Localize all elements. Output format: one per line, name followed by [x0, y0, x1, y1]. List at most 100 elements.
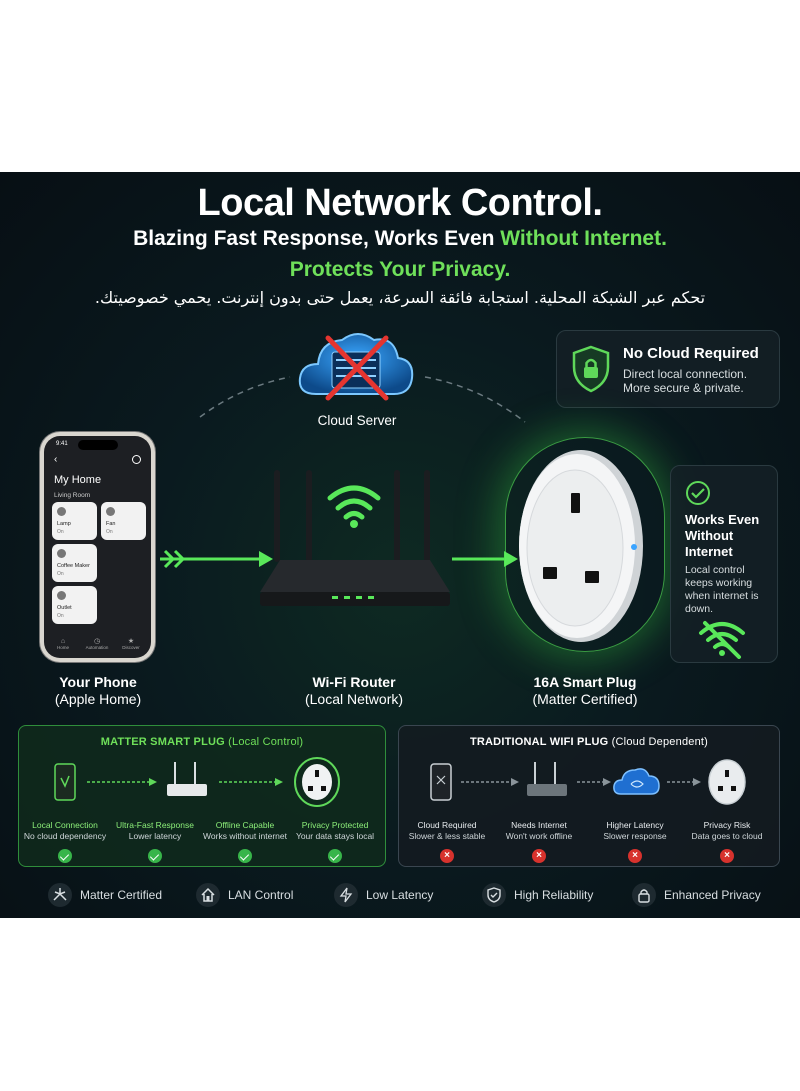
feature-label: Matter Certified [80, 888, 163, 902]
wifi-off-icon [699, 621, 745, 659]
feature-desc: Works without internet [203, 831, 287, 841]
feature-desc: Won't work offline [505, 831, 573, 841]
feature-matter-certified: Matter Certified [48, 880, 162, 910]
cross-icon: × [440, 849, 454, 863]
tile-state: On [57, 571, 64, 577]
matter-plug-panel: MATTER SMART PLUG (Local Control) [18, 725, 386, 867]
no-cloud-description: Direct local connection. More secure & p… [623, 367, 773, 395]
feature-title: Cloud Required [417, 820, 477, 830]
traditional-panel-title: TRADITIONAL WIFI PLUG (Cloud Dependent) [399, 736, 779, 748]
phone-room-label: Living Room [54, 492, 91, 499]
tab-label: Discover [122, 645, 140, 650]
phone-home-title[interactable]: My Home [54, 474, 102, 486]
router-label-sub: (Local Network) [304, 691, 404, 707]
tab-home[interactable]: ⌂Home [48, 638, 78, 650]
feature-enhanced-privacy: Enhanced Privacy [632, 880, 761, 910]
phone-label-name: Your Phone [59, 674, 137, 690]
offline-title: Works Even Without Internet [685, 512, 760, 559]
router-icon [527, 762, 567, 796]
cross-icon: × [628, 849, 642, 863]
subtitle: Blazing Fast Response, Works Even Withou… [0, 227, 800, 251]
feature-title: Offline Capable [215, 820, 275, 830]
outlet-icon [57, 591, 66, 600]
feature-title: Ultra-Fast Response [116, 820, 194, 830]
traditional-plug-panel: TRADITIONAL WIFI PLUG (Cloud Dependent) [398, 725, 780, 867]
phone-label: Your Phone (Apple Home) [28, 674, 168, 708]
infographic-banner: Local Network Control. Blazing Fast Resp… [0, 172, 800, 918]
tile-coffee-maker[interactable]: Coffee Maker On [52, 544, 97, 582]
cross-icon: × [532, 849, 546, 863]
phone-device: 9:41 ‹ My Home Living Room Lamp On Fan O… [40, 432, 155, 662]
clock-icon: ◷ [93, 638, 101, 645]
star-icon: ★ [127, 638, 135, 645]
check-circle-icon [686, 481, 710, 505]
lock-icon [632, 883, 656, 907]
traditional-panel-title-text: TRADITIONAL WIFI PLUG [469, 736, 609, 748]
plug-glow-ring [505, 437, 665, 652]
check-icon [328, 849, 342, 863]
phone-icon [430, 763, 452, 801]
feature-desc: Slower & less stable [408, 831, 486, 841]
tile-name: Outlet [57, 605, 72, 611]
lamp-icon [57, 507, 66, 516]
check-icon [148, 849, 162, 863]
feature-label: High Reliability [514, 888, 594, 902]
plug-label: 16A Smart Plug (Matter Certified) [510, 674, 660, 708]
phone-screen: 9:41 ‹ My Home Living Room Lamp On Fan O… [44, 436, 151, 658]
no-cloud-line1: Direct local connection. [623, 367, 748, 381]
router-to-plug-arrow [452, 551, 518, 567]
feature-label: LAN Control [228, 888, 294, 902]
tab-label: Home [56, 645, 69, 650]
plug-label-name: 16A Smart Plug [533, 674, 637, 690]
tab-discover[interactable]: ★Discover [116, 637, 146, 650]
tile-name: Coffee Maker [57, 563, 90, 569]
shield-lock-icon [572, 345, 610, 393]
router-icon [167, 762, 207, 796]
tile-fan[interactable]: Fan On [101, 502, 146, 540]
check-icon [238, 849, 252, 863]
wifi-router-icon [260, 470, 450, 606]
no-cloud-line2: More secure & private. [623, 381, 744, 395]
cloud-arc-lines [199, 376, 526, 423]
feature-desc: Slower response [603, 831, 667, 841]
matter-flow-diagram [54, 757, 340, 807]
phone-icon [54, 763, 76, 801]
feature-label: Enhanced Privacy [664, 888, 761, 902]
tile-state: On [57, 529, 64, 535]
tile-name: Fan [106, 521, 116, 527]
coffee-maker-icon [57, 549, 66, 558]
feature-lan-control: LAN Control [196, 880, 293, 910]
tile-state: On [106, 529, 113, 535]
matter-logo-icon [48, 883, 72, 907]
feature-title: Privacy Protected [301, 820, 369, 830]
phone-to-router-arrow [160, 549, 273, 569]
back-chevron-icon[interactable]: ‹ [54, 454, 58, 465]
cloud-server-label: Cloud Server [317, 413, 397, 428]
router-label: Wi-Fi Router (Local Network) [284, 674, 424, 708]
tile-lamp[interactable]: Lamp On [52, 502, 97, 540]
subtitle-privacy: Protects Your Privacy. [289, 258, 511, 281]
cloud-server-icon [294, 324, 418, 404]
feature-high-reliability: High Reliability [482, 880, 593, 910]
main-title: Local Network Control. [197, 182, 603, 224]
shield-check-icon [482, 883, 506, 907]
arabic-text-a: تحكم عبر الشبكة المحلية. [528, 288, 706, 307]
house-icon [196, 883, 220, 907]
lightning-icon [334, 883, 358, 907]
fan-icon [106, 507, 115, 516]
tile-outlet[interactable]: Outlet On [52, 586, 97, 624]
matter-panel-title: MATTER SMART PLUG (Local Control) [19, 736, 385, 748]
phone-time: 9:41 [56, 441, 68, 447]
feature-title: Higher Latency [606, 820, 664, 830]
tile-state: On [57, 613, 64, 619]
feature-desc: Your data stays local [295, 831, 375, 841]
feature-desc: No cloud dependency [23, 831, 107, 841]
tab-label: Automation [85, 645, 109, 650]
tab-automation[interactable]: ◷Automation [82, 637, 112, 650]
no-cloud-title: No Cloud Required [623, 345, 759, 362]
more-icon[interactable] [132, 455, 141, 464]
